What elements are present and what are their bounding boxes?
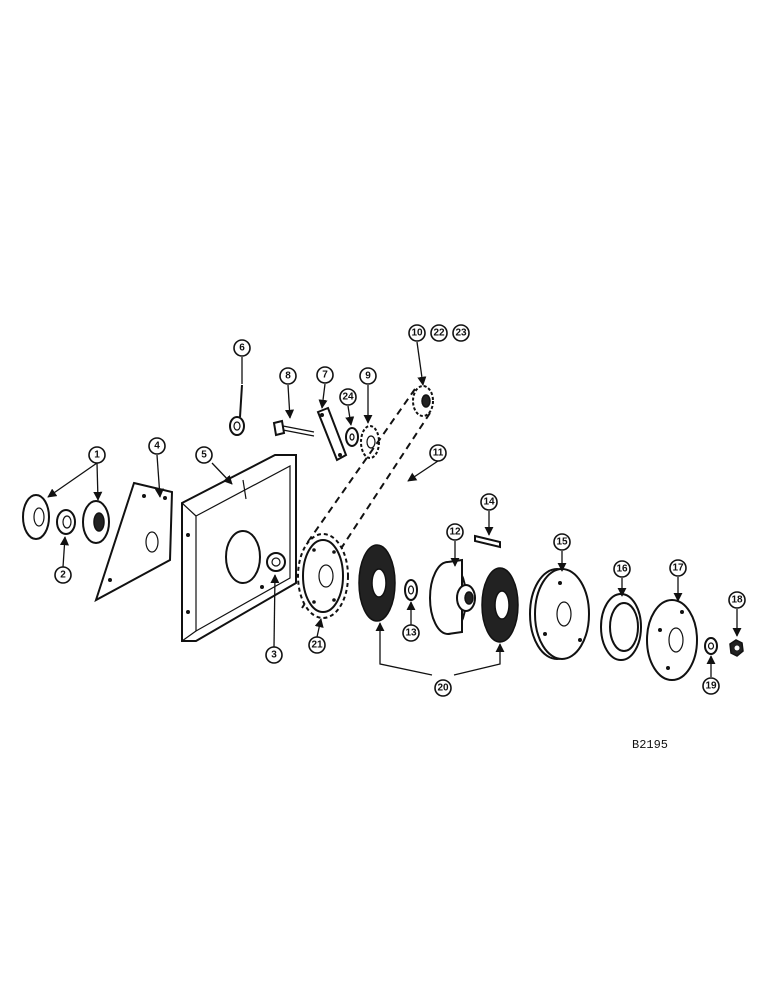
callout-21: 21	[308, 636, 326, 654]
svg-text:23: 23	[455, 328, 467, 339]
svg-text:10: 10	[411, 328, 423, 339]
callout-1: 1	[88, 446, 106, 464]
hex-nut	[729, 639, 744, 657]
friction-disc-right	[481, 567, 519, 643]
triangular-plate	[94, 481, 174, 603]
svg-text:15: 15	[556, 537, 568, 548]
svg-text:20: 20	[437, 683, 449, 694]
mounting-frame	[181, 454, 297, 642]
svg-text:11: 11	[433, 448, 444, 459]
callout-2: 2	[54, 566, 72, 584]
callout-4: 4	[148, 437, 166, 455]
svg-text:24: 24	[342, 392, 354, 403]
svg-text:19: 19	[705, 681, 717, 692]
svg-text:3: 3	[271, 650, 277, 661]
callout-23: 23	[452, 324, 470, 342]
svg-text:8: 8	[285, 371, 291, 382]
friction-disc-left	[358, 544, 396, 622]
svg-text:21: 21	[311, 640, 323, 651]
svg-text:13: 13	[405, 628, 417, 639]
svg-text:1: 1	[94, 450, 100, 461]
callout-13: 13	[402, 624, 420, 642]
bolt	[272, 419, 315, 437]
svg-text:18: 18	[731, 595, 743, 606]
figure-code: B2195	[632, 738, 668, 752]
svg-text:6: 6	[239, 343, 245, 354]
callout-16: 16	[613, 560, 631, 578]
callout-22: 22	[430, 324, 448, 342]
svg-text:12: 12	[449, 527, 461, 538]
callout-20: 20	[434, 679, 452, 697]
clutch-hub	[429, 558, 476, 635]
callout-6: 6	[233, 339, 251, 357]
shaft-key	[474, 534, 501, 549]
bushing	[266, 552, 286, 572]
eye-bolt	[229, 384, 245, 436]
callout-14: 14	[480, 493, 498, 511]
callout-11: 11	[429, 444, 447, 462]
lock-washer	[704, 637, 718, 655]
svg-text:14: 14	[483, 497, 495, 508]
callout-8: 8	[279, 367, 297, 385]
large-sprocket	[297, 533, 349, 619]
svg-text:7: 7	[322, 370, 328, 381]
drive-sprocket-small	[412, 385, 434, 417]
svg-text:9: 9	[365, 371, 371, 382]
idler-bracket	[316, 406, 348, 462]
end-plate	[646, 599, 698, 681]
spring-washer	[600, 593, 642, 661]
leader-lines	[47, 341, 742, 677]
flange-bearing-right	[82, 500, 110, 544]
callout-5: 5	[195, 446, 213, 464]
flange-bearing-left	[22, 494, 50, 540]
washer	[345, 427, 359, 447]
callout-24: 24	[339, 388, 357, 406]
pressure-plate	[529, 568, 590, 660]
callout-7: 7	[316, 366, 334, 384]
svg-text:17: 17	[672, 563, 684, 574]
callout-10: 10	[408, 324, 426, 342]
callout-9: 9	[359, 367, 377, 385]
callout-15: 15	[553, 533, 571, 551]
svg-text:4: 4	[154, 441, 160, 452]
svg-text:5: 5	[201, 450, 207, 461]
svg-text:16: 16	[616, 564, 628, 575]
svg-text:2: 2	[60, 570, 66, 581]
callout-3: 3	[265, 646, 283, 664]
bearing	[56, 509, 76, 535]
svg-text:22: 22	[433, 328, 445, 339]
callout-19: 19	[702, 677, 720, 695]
thrust-washer	[404, 579, 418, 601]
callout-18: 18	[728, 591, 746, 609]
callout-17: 17	[669, 559, 687, 577]
callout-12: 12	[446, 523, 464, 541]
